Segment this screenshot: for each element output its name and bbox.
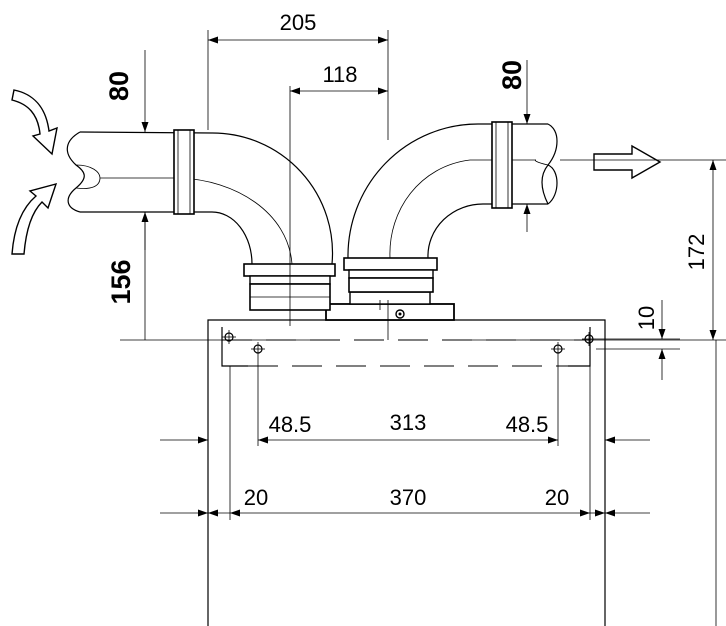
- exhaust-flue-pipe: [343, 121, 558, 293]
- dim-10-label: 10: [634, 306, 659, 330]
- dim-205-label: 205: [280, 10, 317, 35]
- boiler-body: [207, 319, 606, 626]
- flue-adapter-plate: [325, 291, 455, 321]
- dim-370-label: 370: [390, 485, 427, 510]
- dim-48-5-left-label: 48.5: [269, 412, 312, 437]
- dim-313-label: 313: [390, 410, 427, 435]
- dim-156-label: 156: [106, 259, 136, 304]
- dim-20-right-label: 20: [545, 485, 569, 510]
- intake-arrow-bottom-icon: [11, 182, 58, 255]
- dim-80-right-label: 80: [497, 60, 527, 90]
- dim-20-left-label: 20: [244, 485, 268, 510]
- fixing-hole-right-outer: [582, 332, 596, 346]
- dimension-lines: [120, 30, 726, 626]
- dim-48-5-right-label: 48.5: [506, 412, 549, 437]
- dim-118-label: 118: [322, 62, 357, 87]
- fixing-hole-left-outer: [222, 330, 236, 344]
- dim-172-label: 172: [684, 234, 709, 271]
- intake-arrow-top-icon: [11, 89, 58, 156]
- fixing-hole-right-inner: [551, 342, 565, 356]
- fixing-hole-left-inner: [251, 342, 265, 356]
- dim-80-left-label: 80: [104, 71, 134, 101]
- exhaust-arrow-icon: [593, 144, 662, 180]
